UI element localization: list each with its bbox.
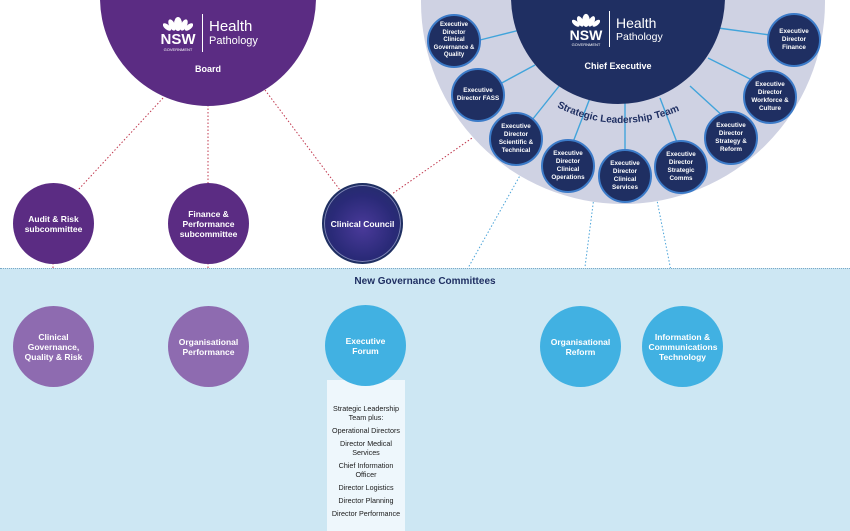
- slt-arc-text: Strategic Leadership Team: [556, 100, 681, 126]
- clinical-council-label: Clinical Council: [330, 218, 395, 229]
- organisational-performance-committee[interactable]: Organisational Performance: [168, 306, 249, 387]
- executive-forum-committee[interactable]: Executive Forum: [325, 305, 406, 386]
- exec-workforce-culture[interactable]: Executive Director Workforce & Culture: [743, 70, 797, 124]
- exec-scientific-technical[interactable]: Executive Director Scientific & Technica…: [489, 112, 543, 166]
- forum-member: Director Planning: [338, 496, 394, 505]
- pathology-wordmark: Pathology: [616, 30, 663, 43]
- finance-performance-label: Finance & Performance subcommittee: [179, 208, 238, 239]
- exec-label: Executive Director Strategic Comms: [666, 151, 696, 182]
- exec-label: Executive Director Clinical Operations: [551, 150, 585, 181]
- finance-performance-subcommittee[interactable]: Finance & Performance subcommittee: [168, 183, 249, 264]
- waratah-icon: NSW GOVERNMENT: [567, 11, 605, 47]
- exec-label: Executive Director Workforce & Culture: [751, 81, 789, 112]
- board-label: Board: [194, 64, 221, 74]
- forum-member: Director Logistics: [338, 483, 394, 492]
- forum-member: Chief Information Officer: [338, 461, 394, 479]
- exec-label: Executive Director FASS: [456, 87, 500, 102]
- clinical-governance-label: Clinical Governance, Quality & Risk: [24, 331, 83, 362]
- organisational-reform-committee[interactable]: Organisational Reform: [540, 306, 621, 387]
- exec-label: Executive Director Strategy & Reform: [715, 122, 747, 153]
- government-wordmark: GOVERNMENT: [163, 47, 193, 52]
- executive-forum-label: Executive Forum: [345, 335, 386, 356]
- exec-strategic-comms[interactable]: Executive Director Strategic Comms: [654, 140, 708, 194]
- government-wordmark: GOVERNMENT: [571, 42, 601, 47]
- board-logo: NSW GOVERNMENT Health Pathology: [158, 14, 258, 52]
- waratah-icon: NSW GOVERNMENT: [158, 14, 198, 52]
- exec-finance[interactable]: Executive Director Finance: [767, 13, 821, 67]
- clinical-governance-committee[interactable]: Clinical Governance, Quality & Risk: [13, 306, 94, 387]
- health-wordmark: Health: [209, 18, 253, 35]
- exec-clinical-operations[interactable]: Executive Director Clinical Operations: [541, 139, 595, 193]
- audit-risk-subcommittee[interactable]: Audit & Risk subcommittee: [13, 183, 94, 264]
- chief-executive-label: Chief Executive: [584, 61, 652, 71]
- governance-title: New Governance Committees: [354, 276, 496, 287]
- nsw-wordmark: NSW: [569, 27, 603, 43]
- exec-clinical-governance[interactable]: Executive Director Clinical Governance &…: [427, 14, 481, 68]
- exec-label: Executive Director Scientific & Technica…: [498, 123, 534, 154]
- health-wordmark: Health: [616, 14, 657, 31]
- forum-member: Director Medical Services: [340, 439, 392, 457]
- logo-divider: [609, 11, 610, 47]
- exec-fass[interactable]: Executive Director FASS: [451, 68, 505, 122]
- ict-committee[interactable]: Information & Communications Technology: [642, 306, 723, 387]
- chief-logo: NSW GOVERNMENT Health Pathology: [567, 11, 663, 47]
- exec-strategy-reform[interactable]: Executive Director Strategy & Reform: [704, 111, 758, 165]
- exec-label: Executive Director Finance: [779, 28, 809, 51]
- pathology-wordmark: Pathology: [209, 35, 258, 47]
- logo-divider: [202, 14, 203, 52]
- clinical-council[interactable]: Clinical Council: [322, 183, 403, 264]
- forum-member: Director Performance: [331, 509, 401, 518]
- nsw-wordmark: NSW: [160, 31, 196, 48]
- exec-clinical-services[interactable]: Executive Director Clinical Services: [598, 149, 652, 203]
- exec-label: Executive Director Clinical Governance &…: [433, 22, 475, 59]
- audit-risk-label: Audit & Risk subcommittee: [24, 213, 83, 234]
- forum-member: Operational Directors: [332, 426, 400, 435]
- exec-label: Executive Director Clinical Services: [610, 160, 640, 191]
- organisational-reform-label: Organisational Reform: [550, 336, 611, 357]
- organisational-performance-label: Organisational Performance: [178, 336, 239, 357]
- slt-to-executive-forum-line: [404, 139, 541, 381]
- svg-text:Strategic Leadership Team: Strategic Leadership Team: [556, 100, 681, 126]
- forum-member: Strategic Leadership Team plus:: [333, 404, 399, 422]
- ict-label: Information & Communications Technology: [648, 331, 718, 362]
- executive-forum-members-panel: [327, 380, 405, 531]
- governance-divider: [0, 268, 850, 269]
- governance-band: [0, 268, 850, 531]
